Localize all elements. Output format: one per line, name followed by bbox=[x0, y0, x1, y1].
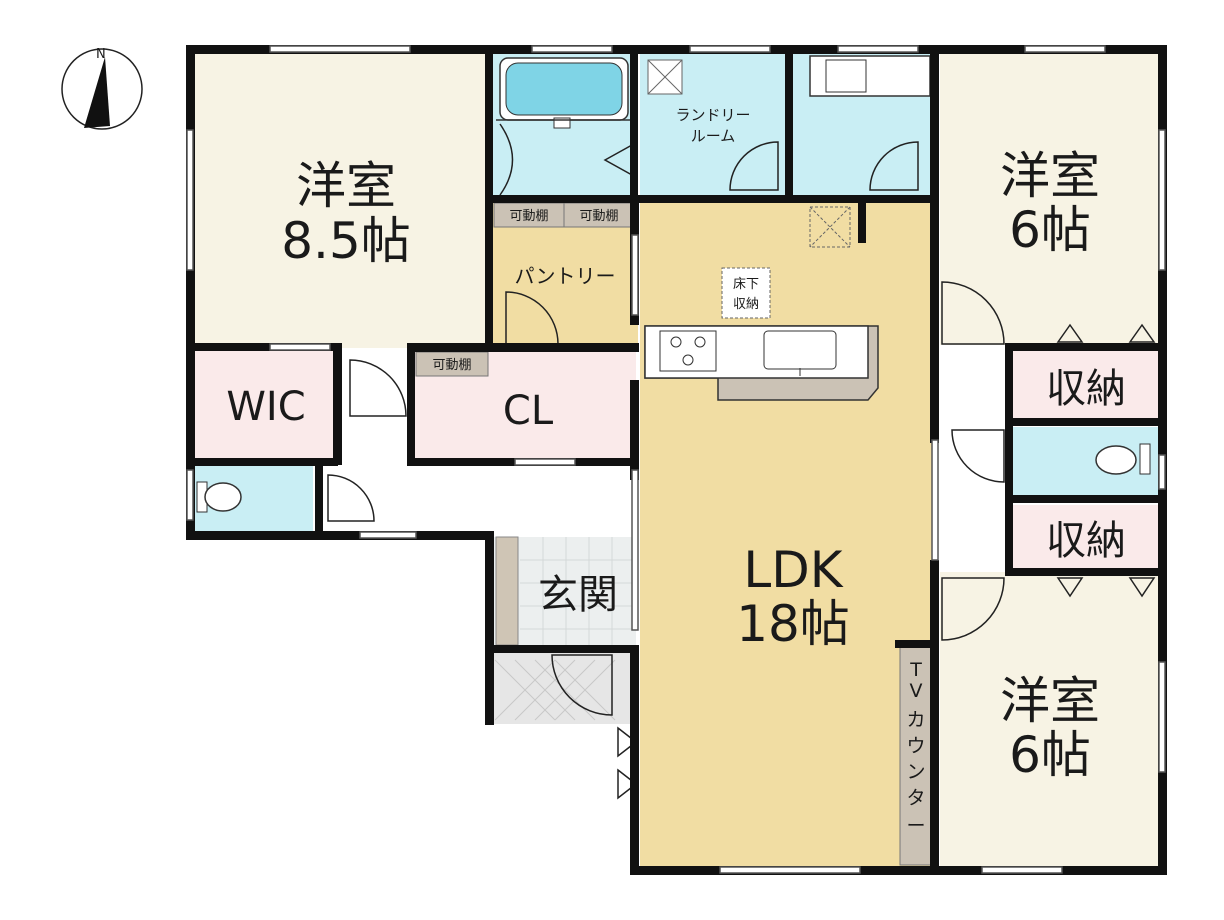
laundry-label-line2: ルーム bbox=[691, 127, 736, 145]
underfloor-label-line2: 収納 bbox=[733, 297, 759, 312]
entrance-tiles bbox=[520, 537, 636, 645]
western-room-6-top-size: 6帖 bbox=[1009, 201, 1091, 259]
laundry-vent bbox=[647, 59, 683, 95]
laundry-label-line1: ランドリー bbox=[675, 106, 750, 124]
movable-shelf-box-2 bbox=[563, 202, 635, 228]
bathtub bbox=[496, 57, 632, 196]
western-room-6-bottom-size: 6帖 bbox=[1009, 726, 1091, 784]
western-room-8-5-fill bbox=[193, 52, 490, 348]
western-room-6-top-name: 洋室 bbox=[1000, 147, 1100, 205]
doors bbox=[327, 141, 1156, 800]
storage-lower-label: 収納 bbox=[1046, 518, 1126, 564]
toilet-left bbox=[196, 481, 242, 513]
toilet-right-fill bbox=[1012, 427, 1160, 495]
entrance-porch-fill bbox=[492, 652, 636, 724]
wic-fill bbox=[193, 350, 338, 458]
wic-label: WIC bbox=[226, 384, 305, 430]
tv-counter-char-3: カ bbox=[906, 709, 925, 731]
tv-counter-char-4: ウ bbox=[906, 735, 925, 757]
shoe-box bbox=[495, 536, 519, 646]
storage-upper-fill bbox=[1012, 350, 1160, 418]
wash-basin bbox=[809, 55, 931, 97]
movable-shelf-label-2: 可動棚 bbox=[579, 209, 618, 224]
tv-counter-char-1: T bbox=[909, 659, 922, 681]
movable-shelf-box-3 bbox=[415, 351, 489, 377]
north-compass: N bbox=[61, 47, 143, 130]
storage-lower-fill bbox=[1012, 505, 1160, 573]
tv-counter-char-6: タ bbox=[906, 787, 925, 809]
tv-counter-char-7: ー bbox=[906, 815, 925, 837]
ldk-size: 18帖 bbox=[736, 595, 850, 653]
pantry-label: パントリー bbox=[515, 264, 616, 288]
tv-counter-char-2: V bbox=[910, 680, 923, 702]
ldk-vent bbox=[809, 206, 851, 248]
entrance-label: 玄関 bbox=[538, 572, 618, 618]
movable-shelf-label-3: 可動棚 bbox=[432, 358, 471, 373]
windows bbox=[186, 45, 1166, 874]
porch-hatch bbox=[494, 659, 616, 721]
tv-counter-char-5: ン bbox=[906, 761, 925, 783]
storage-upper-label: 収納 bbox=[1046, 366, 1126, 412]
cl-label: CL bbox=[503, 388, 554, 434]
toilet-right bbox=[1095, 443, 1151, 475]
underfloor-storage-box bbox=[721, 267, 771, 319]
north-label: N bbox=[96, 47, 106, 62]
movable-shelf-label-1: 可動棚 bbox=[509, 209, 548, 224]
movable-shelf-box-1 bbox=[493, 202, 565, 228]
tv-counter bbox=[899, 644, 934, 866]
ldk-fill bbox=[640, 202, 937, 866]
western-room-8-5-name: 洋室 bbox=[296, 157, 396, 215]
underfloor-label-line1: 床下 bbox=[733, 277, 759, 292]
kitchen-counter bbox=[644, 325, 879, 401]
western-room-6-bottom-fill bbox=[940, 572, 1160, 866]
western-room-6-bottom-name: 洋室 bbox=[1000, 672, 1100, 730]
western-room-8-5-size: 8.5帖 bbox=[281, 212, 411, 270]
western-room-6-top-fill bbox=[940, 52, 1160, 345]
ldk-name: LDK bbox=[743, 541, 843, 599]
tv-counter-label: T V カ ウ ン タ ー bbox=[906, 659, 925, 837]
